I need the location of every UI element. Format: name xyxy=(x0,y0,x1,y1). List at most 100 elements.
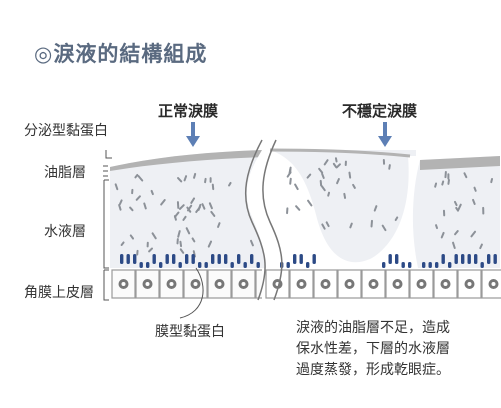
break-line-left xyxy=(244,139,266,301)
mucin-dash xyxy=(160,199,166,206)
dry-eye-note: 淚液的油脂層不足，造成 保水性差，下層的水液層 過度蒸發，形成乾眼症。 xyxy=(296,318,496,381)
mucin-dash xyxy=(457,203,462,211)
mucin-dash xyxy=(306,173,312,179)
membrane-mucin xyxy=(152,254,156,264)
secretory-mucin-normal xyxy=(114,172,257,258)
aqueous-bracket xyxy=(103,179,109,269)
mucin-dash xyxy=(349,222,353,229)
mucin-dash xyxy=(381,224,387,232)
mucin-dash xyxy=(463,172,468,179)
mucin-dash xyxy=(289,177,292,185)
lipid-layer-normal xyxy=(110,150,266,171)
membrane-mucin xyxy=(480,262,484,268)
aqueous-layer-label: 水液層 xyxy=(44,224,86,240)
membrane-mucin-pointer xyxy=(179,267,204,319)
mucin-dash xyxy=(183,175,188,182)
mucin-dash xyxy=(150,189,154,196)
membrane-mucin xyxy=(211,254,215,264)
mucin-dash xyxy=(470,230,477,238)
mucin-dash xyxy=(343,192,347,199)
membrane-mucin xyxy=(185,254,189,264)
mucin-dash xyxy=(327,191,331,197)
membrane-mucin xyxy=(474,254,478,264)
mucin-dash xyxy=(173,215,177,221)
mucin-dash xyxy=(135,195,141,201)
membrane-mucin xyxy=(467,254,471,264)
lipid-layer-label: 油脂層 xyxy=(44,165,86,181)
membrane-mucin xyxy=(250,254,254,264)
mucin-dash xyxy=(435,224,439,230)
mucin-dash xyxy=(336,178,340,185)
page-title: ◎淚液的結構組成 xyxy=(34,42,208,66)
mucin-dash xyxy=(148,247,154,253)
thin-lipid-layer xyxy=(269,148,411,158)
membrane-mucin xyxy=(243,262,247,268)
membrane-mucin xyxy=(448,262,452,268)
mucin-dash xyxy=(129,234,135,240)
membrane-mucin xyxy=(487,254,491,264)
mucin-dash xyxy=(288,166,292,175)
mucin-dash xyxy=(473,186,477,192)
mucin-dash xyxy=(440,231,445,239)
membrane-mucin xyxy=(146,262,150,268)
mucin-dash xyxy=(321,172,325,179)
mucin-dash xyxy=(325,221,330,228)
mucin-dash xyxy=(453,200,458,207)
membrane-mucin xyxy=(306,262,310,268)
mucin-dash xyxy=(454,230,459,236)
membrane-mucin xyxy=(493,254,497,264)
mucin-dash xyxy=(210,210,216,217)
membrane-mucin xyxy=(428,262,432,268)
mucin-dash xyxy=(228,181,232,187)
membrane-mucin xyxy=(159,262,163,268)
mucin-dash xyxy=(335,163,341,169)
mucin-dash xyxy=(179,248,185,254)
membrane-mucin xyxy=(422,262,426,268)
mucin-dash xyxy=(204,177,207,184)
mucin-dash xyxy=(177,177,183,183)
secretory-mucin-unstable xyxy=(286,157,399,232)
note-line: 保水性差，下層的水液層 xyxy=(296,341,450,357)
membrane-mucin xyxy=(388,254,392,264)
mucin-dash xyxy=(334,157,338,163)
mucin-dash xyxy=(120,241,125,247)
mucin-dash xyxy=(118,203,122,211)
mucin-dash xyxy=(179,240,183,248)
break-line-right xyxy=(262,139,283,301)
mucin-dash xyxy=(455,206,460,212)
mucin-dash xyxy=(191,237,196,243)
mucin-dash xyxy=(348,171,352,179)
mucin-dash xyxy=(118,199,123,205)
mucin-dash xyxy=(114,183,119,191)
mucin-dash xyxy=(178,204,185,210)
mucin-dash xyxy=(185,227,191,235)
mucin-dash xyxy=(307,199,313,207)
epithelium-bracket xyxy=(103,269,109,301)
note-line: 淚液的油脂層不足，造成 xyxy=(296,320,450,336)
normal-tear-film xyxy=(110,150,267,300)
membrane-mucin xyxy=(230,262,234,268)
mucin-dash xyxy=(201,203,206,210)
membrane-mucin xyxy=(454,254,458,264)
membrane-mucin xyxy=(165,254,169,264)
mucin-dash xyxy=(207,240,213,248)
membrane-mucin xyxy=(299,254,303,264)
epithelial-cells-normal xyxy=(111,269,267,299)
membrane-mucin xyxy=(401,262,405,268)
mucin-dash xyxy=(250,239,254,247)
membrane-mucin xyxy=(461,254,465,264)
unstable-arrow-icon xyxy=(378,122,392,147)
membrane-mucin xyxy=(395,254,399,264)
mucin-dash xyxy=(452,241,456,250)
epithelial-cells-unstable xyxy=(265,269,501,299)
mucin-dash xyxy=(479,243,483,250)
membrane-mucin xyxy=(191,254,195,264)
mucin-dash xyxy=(320,185,326,192)
mucin-dash xyxy=(217,222,221,228)
membrane-mucin xyxy=(441,254,445,264)
membrane-mucin xyxy=(178,262,182,268)
mucin-dash xyxy=(151,232,157,240)
membrane-mucin xyxy=(256,262,260,268)
mucin-dash xyxy=(323,159,329,166)
